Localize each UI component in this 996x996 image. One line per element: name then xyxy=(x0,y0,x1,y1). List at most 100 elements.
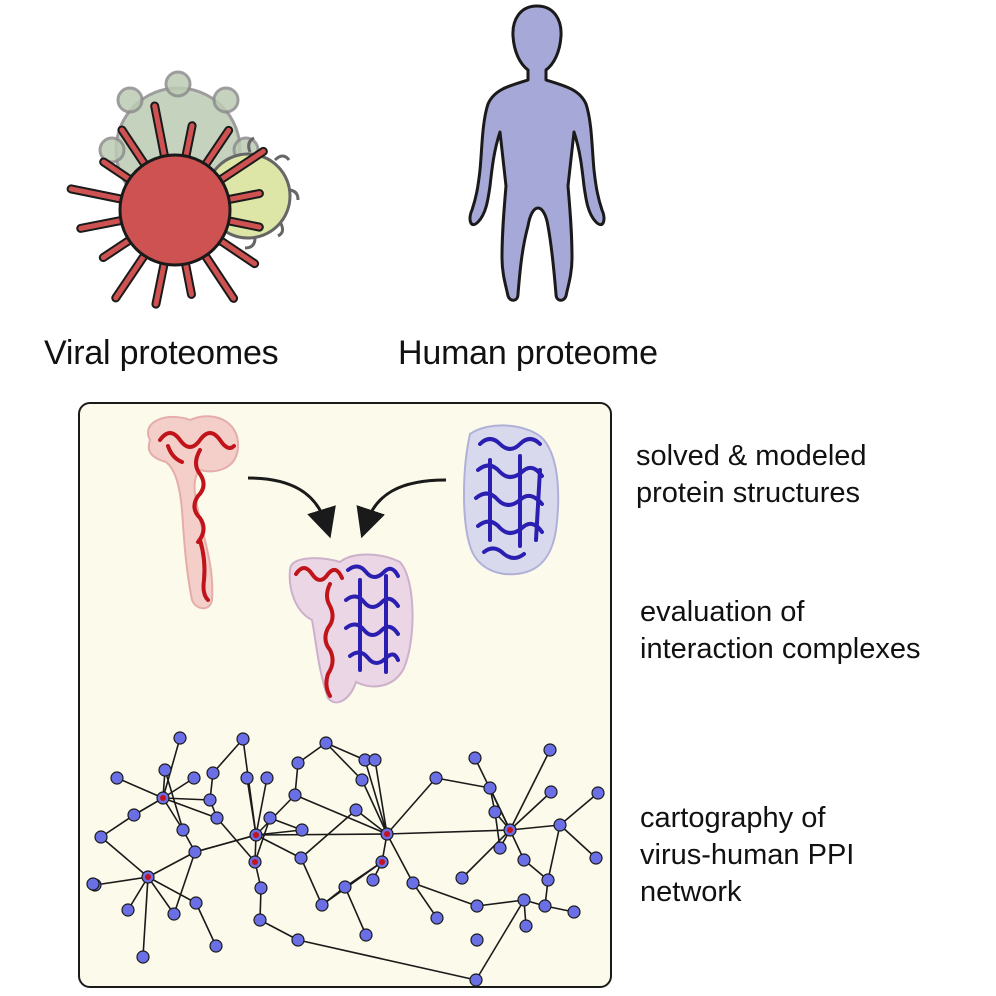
network-edge xyxy=(559,824,597,859)
network-edge xyxy=(259,919,299,941)
network-edge xyxy=(509,791,552,831)
network-edge xyxy=(344,861,383,888)
network-edge xyxy=(94,876,149,886)
network-node xyxy=(210,811,224,825)
step-complexes-caption: evaluation of interaction complexes xyxy=(640,594,920,668)
caption-line: evaluation of xyxy=(640,596,805,628)
network-hub-core xyxy=(384,831,390,837)
network-hub-core xyxy=(145,874,151,880)
step-structures-caption: solved & modeled protein structures xyxy=(636,438,867,512)
network-edge xyxy=(412,882,438,919)
network-node xyxy=(355,773,369,787)
network-edge xyxy=(194,834,257,853)
network-node xyxy=(589,851,603,865)
interaction-complex-structure xyxy=(288,553,414,704)
virus-spike xyxy=(152,103,168,162)
network-node xyxy=(291,756,305,770)
network-node xyxy=(189,896,203,910)
network-hub-core xyxy=(253,832,259,838)
virus-spike xyxy=(215,236,258,267)
human-proteome-label: Human proteome xyxy=(398,334,658,372)
network-edge xyxy=(162,797,218,819)
network-node xyxy=(254,881,268,895)
network-node xyxy=(291,933,305,947)
network-node xyxy=(366,873,380,887)
network-edge xyxy=(509,749,551,831)
network-node xyxy=(430,911,444,925)
network-node xyxy=(173,731,187,745)
network-edge xyxy=(475,899,525,981)
network-edge xyxy=(147,876,175,915)
viral-proteomes-label: Viral proteomes xyxy=(44,334,279,372)
virus-spike xyxy=(113,250,149,301)
virus-spike xyxy=(119,127,149,170)
network-edge xyxy=(195,902,217,947)
virus-spike xyxy=(68,186,127,203)
network-node xyxy=(188,845,202,859)
network-edge xyxy=(162,797,211,801)
network-node xyxy=(538,899,552,913)
network-edge xyxy=(294,794,388,835)
network-diagram xyxy=(86,731,605,987)
red-virus-icon xyxy=(66,101,268,309)
network-node xyxy=(469,973,483,987)
human-protein-structure xyxy=(463,424,560,576)
network-edge xyxy=(100,814,135,838)
network-node xyxy=(319,736,333,750)
network-edge xyxy=(255,833,388,836)
virus-spike xyxy=(182,123,195,162)
network-edge xyxy=(476,899,525,907)
network-node xyxy=(517,893,531,907)
network-node xyxy=(136,950,150,964)
step-network-caption: cartography of virus-human PPI network xyxy=(640,800,854,911)
network-edges xyxy=(94,737,599,981)
network-node xyxy=(455,871,469,885)
network-edge xyxy=(374,759,388,835)
virus-spike xyxy=(182,258,194,297)
arrow-icon xyxy=(356,478,447,539)
caption-line: interaction complexes xyxy=(640,633,921,665)
network-node xyxy=(295,823,309,837)
network-edge xyxy=(325,742,366,761)
network-edge xyxy=(142,876,149,958)
caption-line: cartography of xyxy=(640,802,826,834)
network-node xyxy=(240,771,254,785)
virus-spike xyxy=(78,217,127,231)
network-node xyxy=(167,907,181,921)
network-node xyxy=(263,811,277,825)
network-edge xyxy=(559,792,599,826)
network-node xyxy=(110,771,124,785)
virus-spike xyxy=(223,217,262,230)
network-node xyxy=(158,763,172,777)
network-edge xyxy=(173,851,196,915)
network-node xyxy=(315,898,329,912)
network-node xyxy=(349,803,363,817)
virus-spike xyxy=(223,191,262,203)
network-node xyxy=(176,823,190,837)
virus-spike xyxy=(101,159,135,184)
network-edge xyxy=(147,851,196,878)
network-node xyxy=(294,851,308,865)
network-node xyxy=(206,766,220,780)
virus-spike xyxy=(201,127,232,170)
network-edge xyxy=(246,777,257,836)
virus-spike xyxy=(153,258,168,307)
network-edge xyxy=(325,742,363,781)
network-node xyxy=(470,933,484,947)
network-node xyxy=(470,899,484,913)
network-node xyxy=(368,753,382,767)
network-edge xyxy=(254,817,271,863)
network-node xyxy=(567,905,581,919)
network-edge xyxy=(386,829,511,835)
caption-line: solved & modeled xyxy=(636,440,867,472)
network-edge xyxy=(344,886,367,936)
network-node xyxy=(359,928,373,942)
virus-spike xyxy=(100,236,135,261)
network-node xyxy=(203,793,217,807)
network-node xyxy=(519,919,533,933)
network-node xyxy=(541,873,555,887)
network-node xyxy=(544,785,558,799)
network-node xyxy=(543,743,557,757)
